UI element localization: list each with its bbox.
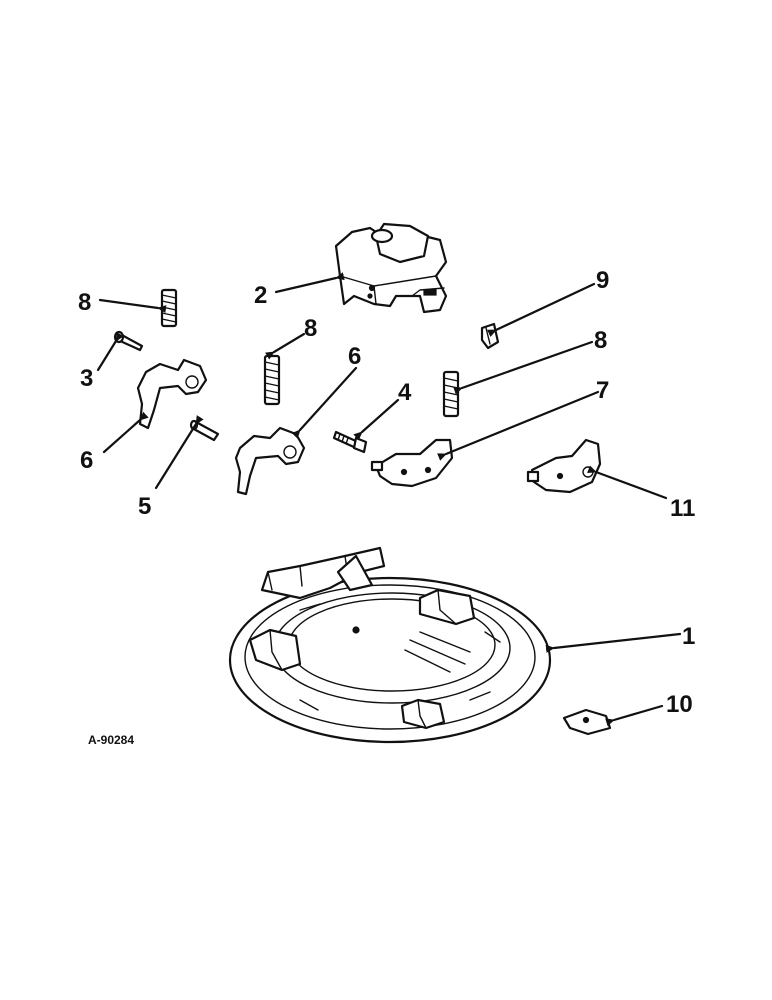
callout-10: 10 [666,691,693,718]
callout-6-left: 6 [80,447,93,474]
part-3-pin [113,330,144,352]
part-11-lever-bracket [526,438,602,494]
callout-9: 9 [596,267,609,294]
part-1-base-ring [228,546,552,744]
part-9-clip [480,322,500,350]
part-8-spring-right [442,370,460,418]
part-8-spring-middle [263,354,281,406]
callout-8-middle: 8 [304,315,317,342]
callout-4: 4 [398,379,412,406]
part-2-housing [334,222,448,314]
part-10-bracket [562,708,612,736]
callout-6-right: 6 [348,343,361,370]
part-6-latch-left [136,358,208,430]
callout-2: 2 [254,282,267,309]
callout-5: 5 [138,493,151,520]
part-4-bolt [332,430,368,454]
callout-8-left: 8 [78,289,91,316]
part-7-lever-plate [370,438,454,488]
part-8-spring-top [160,288,178,328]
callout-11: 11 [670,495,695,522]
callout-8-right: 8 [594,327,607,354]
leader-lines [96,272,682,727]
drawing-reference-code: A-90284 [88,733,134,747]
callout-3: 3 [80,365,93,392]
part-6-latch-right [234,426,306,496]
callout-7: 7 [596,377,609,404]
callout-1: 1 [682,623,695,650]
callout-labels: 1 2 3 4 5 6 6 7 8 8 8 9 10 11 [78,267,695,718]
